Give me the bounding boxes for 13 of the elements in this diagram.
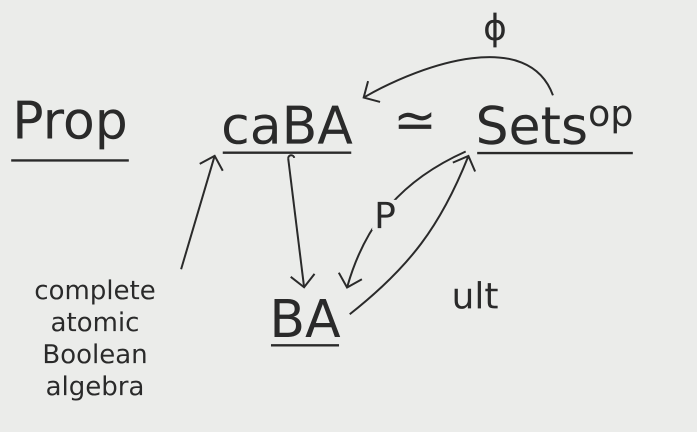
edge-label: P <box>372 200 398 230</box>
underlined-term: caBA <box>222 106 352 154</box>
equivalence-sign: ≃ <box>398 112 432 129</box>
edge-label: ult <box>450 279 500 311</box>
underlined-term: Prop <box>17 100 125 150</box>
leader-arrow <box>180 154 224 270</box>
underlined-term: BA <box>270 299 340 347</box>
arrow <box>349 154 476 316</box>
edge-label: ϕ <box>481 10 509 50</box>
annotation-text: complete atomic Boolean algebra <box>36 279 154 401</box>
underlined-term: Sets$^{op}$ <box>477 105 633 154</box>
arrow <box>362 56 554 103</box>
arrow <box>287 154 316 289</box>
